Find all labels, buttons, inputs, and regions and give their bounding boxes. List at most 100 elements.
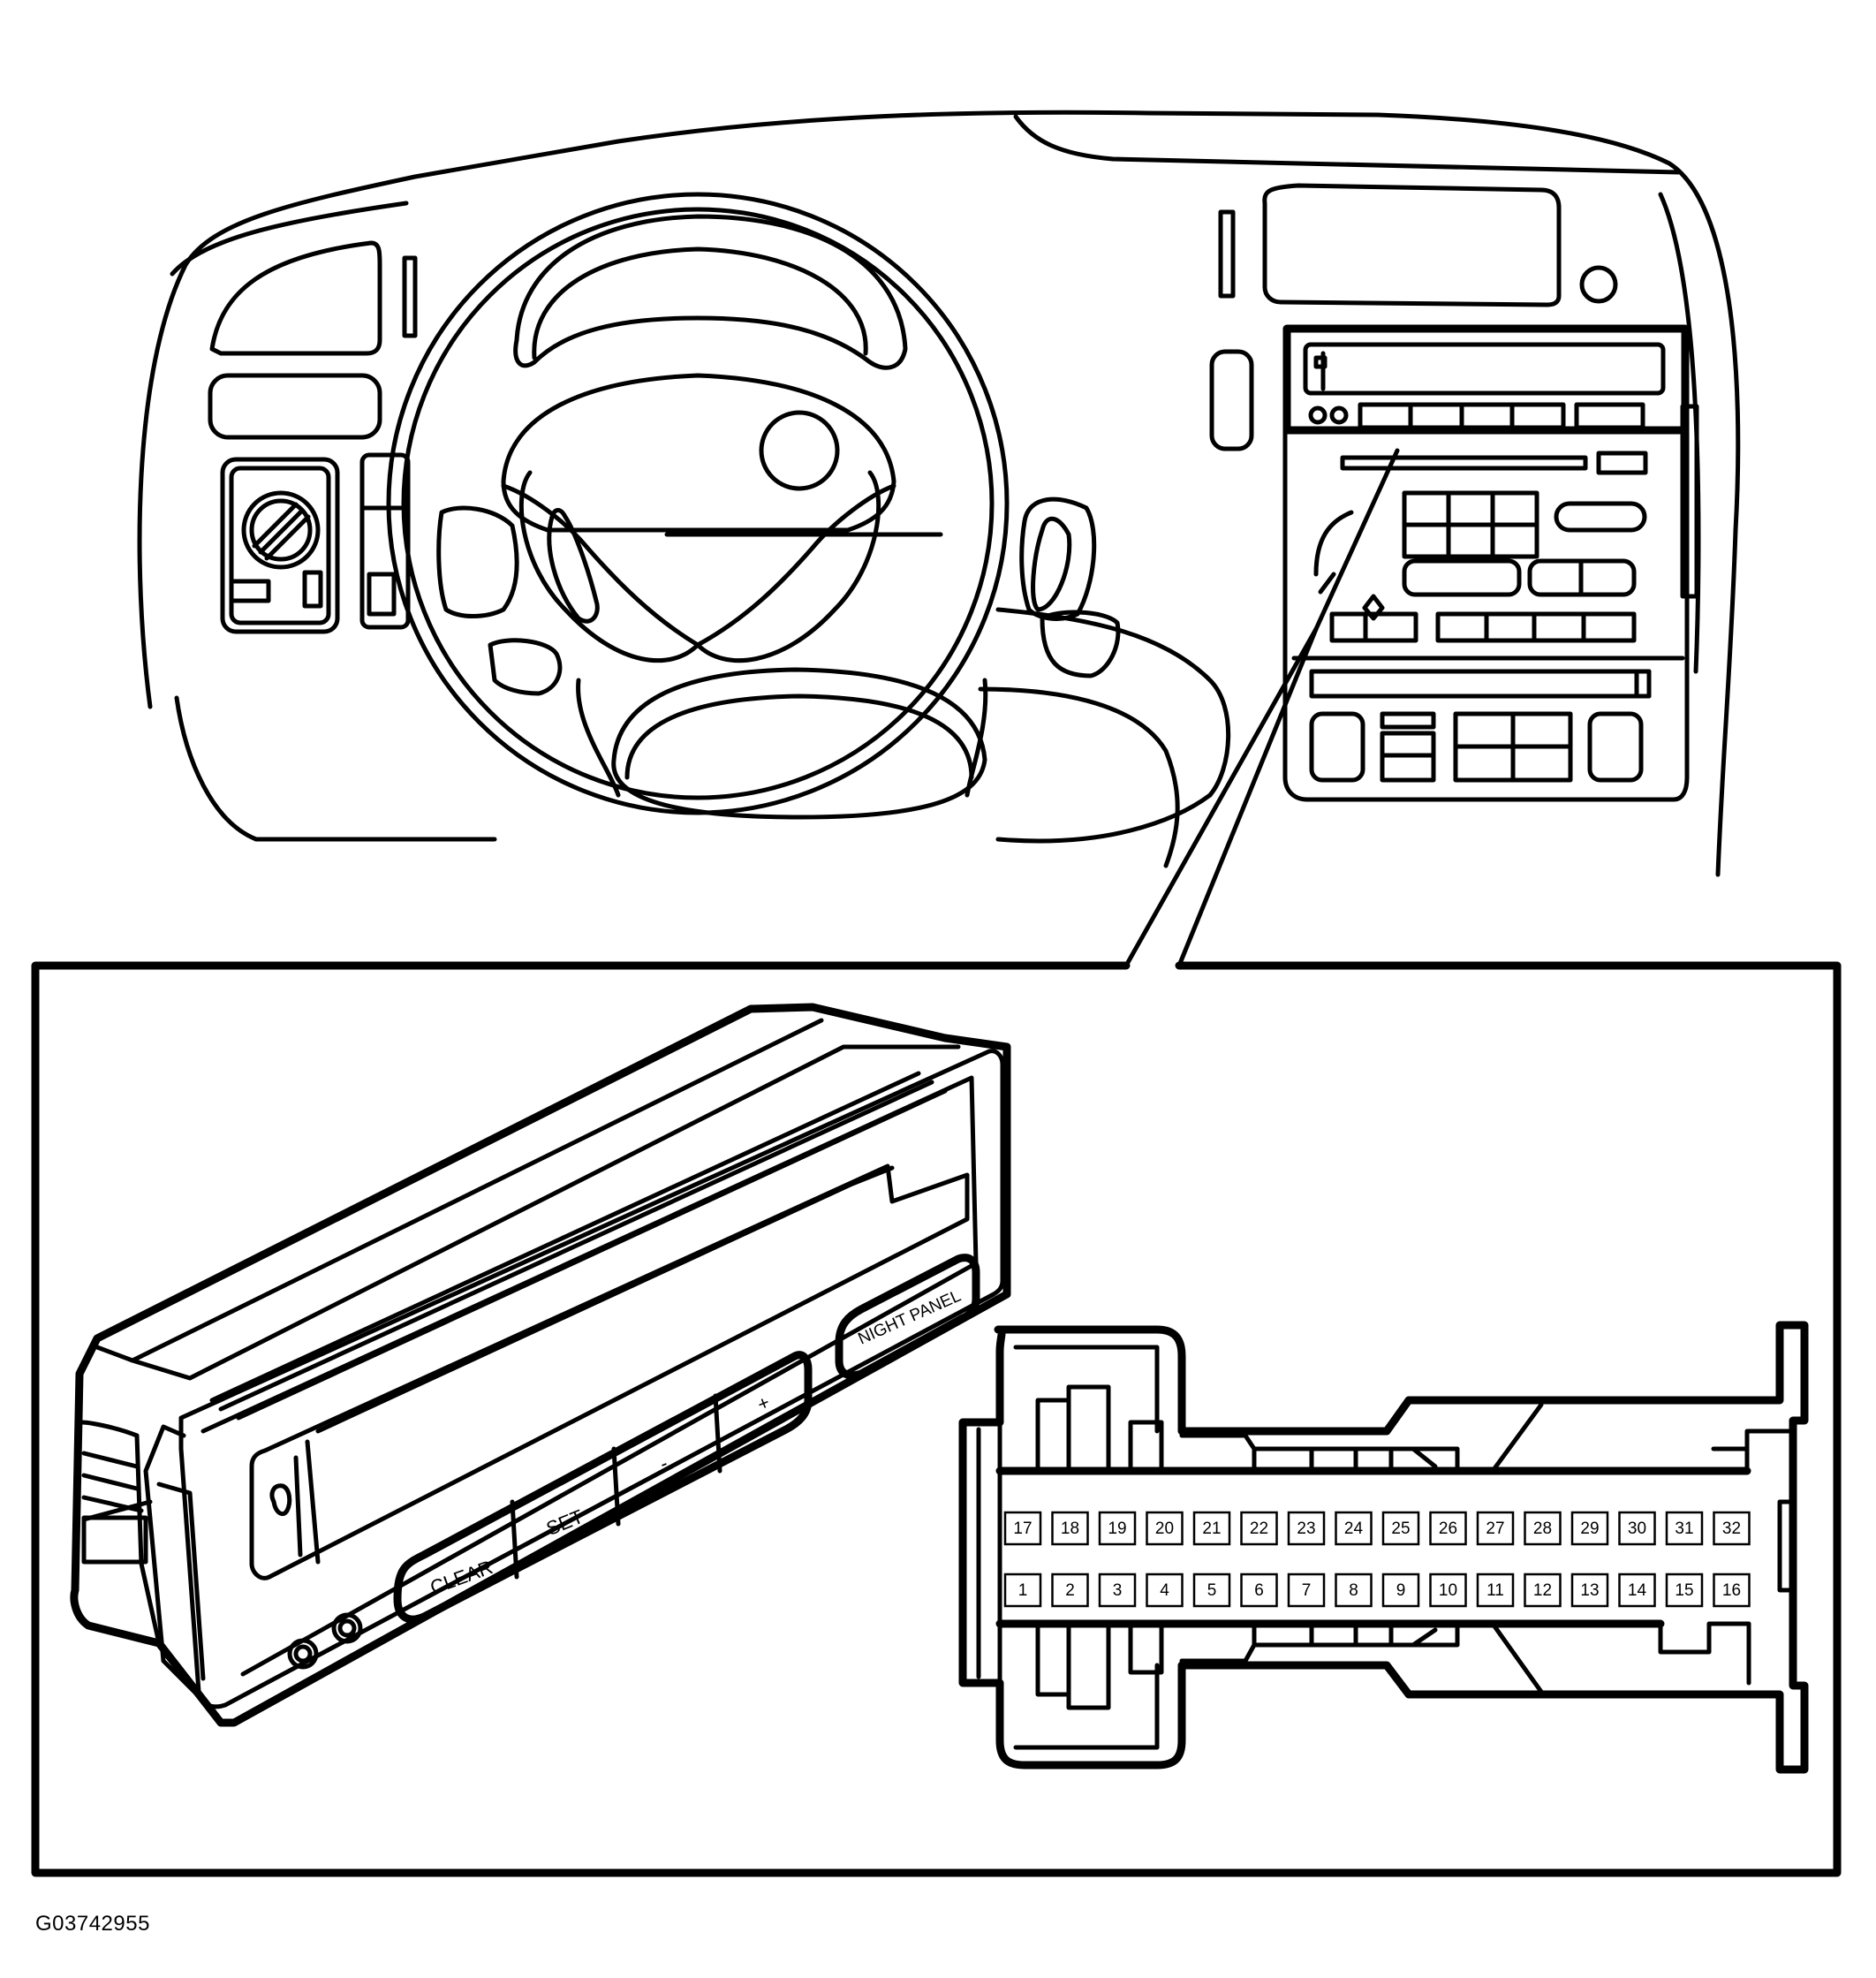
connector-pin-label: 13: [1580, 1581, 1599, 1600]
connector-pin-label: 10: [1439, 1581, 1457, 1600]
connector-pin-box: [1524, 1511, 1562, 1546]
connector-pin-2: 2: [1051, 1573, 1089, 1608]
connector-pin-label: 25: [1391, 1519, 1410, 1538]
connector-pin-label: 30: [1628, 1519, 1646, 1538]
connector-pin-label: 18: [1061, 1519, 1079, 1538]
connector-pin-box: [1146, 1511, 1184, 1546]
connector-pin-box: [1098, 1573, 1137, 1608]
connector-pin-10: 10: [1429, 1573, 1467, 1608]
connector-pin-30: 30: [1618, 1511, 1656, 1546]
connector-pin-15: 15: [1665, 1573, 1704, 1608]
connector-pin-box: [1476, 1511, 1515, 1546]
connector-pin-23: 23: [1287, 1511, 1326, 1546]
connector-pin-13: 13: [1570, 1573, 1609, 1608]
connector-pin-29: 29: [1570, 1511, 1609, 1546]
connector-pin-box: [1570, 1511, 1609, 1546]
connector-pin-label: 4: [1160, 1581, 1169, 1600]
connector-pin-12: 12: [1524, 1573, 1562, 1608]
connector-pin-label: 20: [1155, 1519, 1174, 1538]
detail-frame: [31, 961, 1842, 1877]
connector-pin-25: 25: [1381, 1511, 1420, 1546]
connector-pin-label: 9: [1396, 1581, 1406, 1600]
connector-pin-label: 22: [1250, 1519, 1268, 1538]
connector-pin-14: 14: [1618, 1573, 1656, 1608]
connector-pin-box: [1429, 1511, 1467, 1546]
connector-pin-28: 28: [1524, 1511, 1562, 1546]
connector-pin-box: [1713, 1573, 1751, 1608]
connector-pin-21: 21: [1192, 1511, 1231, 1546]
connector-pin-19: 19: [1098, 1511, 1137, 1546]
connector-pin-box: [1618, 1511, 1656, 1546]
connector-pin-label: 28: [1533, 1519, 1552, 1538]
connector-pin-4: 4: [1146, 1573, 1184, 1608]
connector-pin-32: 32: [1713, 1511, 1751, 1546]
connector-pin-box: [1240, 1511, 1278, 1546]
connector-pin-box: [1051, 1511, 1089, 1546]
connector-pin-label: 21: [1202, 1519, 1221, 1538]
connector-pin-box: [1429, 1573, 1467, 1608]
connector-pin-18: 18: [1051, 1511, 1089, 1546]
connector-pin-label: 17: [1013, 1519, 1032, 1538]
connector-pins-row-17-32: 17 18 19 20 21 22 23 24 25 26 27 28 29 30 31 32: [1003, 1511, 1751, 1546]
connector-pin-box: [1240, 1573, 1278, 1608]
connector-pin-box: [1287, 1573, 1326, 1608]
info-display-unit: CLEAR SET - + NIGHT PANEL: [70, 1003, 1011, 1727]
connector-pin-8: 8: [1335, 1573, 1373, 1608]
connector-pin-label: 27: [1486, 1519, 1504, 1538]
connector-pin-label: 11: [1486, 1581, 1504, 1600]
connector-pin-3: 3: [1098, 1573, 1137, 1608]
connector-pin-label: 14: [1628, 1581, 1647, 1600]
connector-pin-box: [1098, 1511, 1137, 1546]
connector-pin-box: [1381, 1511, 1420, 1546]
connector-pin-label: 16: [1722, 1581, 1741, 1600]
connector-pin-7: 7: [1287, 1573, 1326, 1608]
connector-pin-label: 32: [1722, 1519, 1741, 1538]
figure-code: G03742955: [35, 1912, 150, 1936]
connector-pin-9: 9: [1381, 1573, 1420, 1608]
connector-pin-24: 24: [1335, 1511, 1373, 1546]
connector-pin-label: 6: [1254, 1581, 1264, 1600]
connector-pin-box: [1665, 1573, 1704, 1608]
connector-pin-box: [1665, 1511, 1704, 1546]
connector-pin-label: 26: [1439, 1519, 1457, 1538]
connector-pin-box: [1570, 1573, 1609, 1608]
connector-pin-box: [1003, 1511, 1042, 1546]
connector-pin-label: 15: [1675, 1581, 1693, 1600]
connector-pin-box: [1524, 1573, 1562, 1608]
connector-pin-22: 22: [1240, 1511, 1278, 1546]
connector-pin-label: 7: [1302, 1581, 1312, 1600]
connector-pin-box: [1381, 1573, 1420, 1608]
connector-pin-box: [1618, 1573, 1656, 1608]
dashboard-overview: [137, 110, 1741, 968]
connector-pin-box: [1335, 1573, 1373, 1608]
connector-pin-label: 8: [1349, 1581, 1358, 1600]
connector-pin-27: 27: [1476, 1511, 1515, 1546]
connector-pin-box: [1713, 1511, 1751, 1546]
connector-pin-31: 31: [1665, 1511, 1704, 1546]
connector-pin-16: 16: [1713, 1573, 1751, 1608]
connector-pin-label: 24: [1344, 1519, 1364, 1538]
connector-pin-6: 6: [1240, 1573, 1278, 1608]
connector-pin-label: 29: [1580, 1519, 1599, 1538]
connector-pin-label: 1: [1018, 1581, 1028, 1600]
connector-pin-17: 17: [1003, 1511, 1042, 1546]
steering-wheel: [386, 192, 1231, 868]
connector-pin-11: 11: [1476, 1573, 1515, 1608]
connector-pin-box: [1003, 1573, 1042, 1608]
connector-pin-1: 1: [1003, 1573, 1042, 1608]
connector-pin-20: 20: [1146, 1511, 1184, 1546]
plus-button-label: +: [754, 1391, 773, 1415]
connector-pin-box: [1287, 1511, 1326, 1546]
connector-pin-5: 5: [1192, 1573, 1231, 1608]
connector-pin-label: 3: [1113, 1581, 1123, 1600]
connector-pin-label: 2: [1065, 1581, 1075, 1600]
connector-pin-label: 12: [1533, 1581, 1552, 1600]
connector-pin-box: [1192, 1511, 1231, 1546]
connector-pin-box: [1192, 1573, 1231, 1608]
connector-pin-box: [1051, 1573, 1089, 1608]
connector-pin-label: 31: [1675, 1519, 1693, 1538]
connector-pin-label: 19: [1108, 1519, 1126, 1538]
